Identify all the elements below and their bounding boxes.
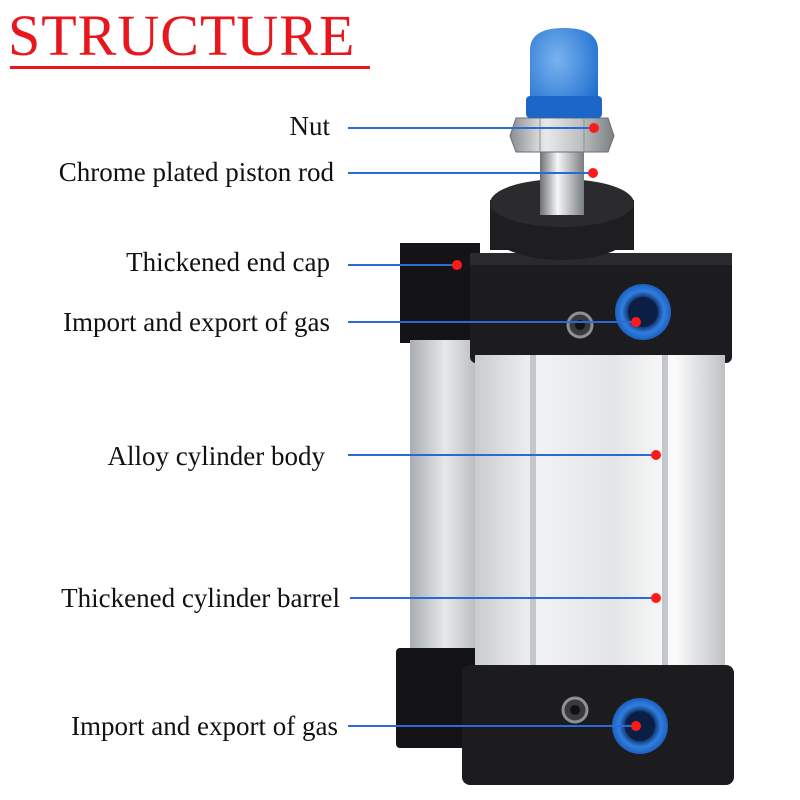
rod-protective-cap xyxy=(530,28,598,118)
marker-dot-gas-port-bottom xyxy=(631,721,641,731)
rear-end-cap-bottom xyxy=(396,648,480,748)
hex-nut xyxy=(509,117,615,153)
callout-label-piston-rod: Chrome plated piston rod xyxy=(58,157,334,187)
top-end-cap xyxy=(470,253,732,363)
marker-dot-cylinder-body xyxy=(651,450,661,460)
title-underline xyxy=(10,66,370,69)
callout-label-cylinder-barrel: Thickened cylinder barrel xyxy=(61,583,340,613)
rear-end-cap-top xyxy=(400,243,480,343)
marker-dot-end-cap xyxy=(452,260,462,270)
callout-label-cylinder-body: Alloy cylinder body xyxy=(107,441,325,471)
marker-dot-nut xyxy=(589,123,599,133)
cylinder-barrel xyxy=(475,355,725,670)
marker-dot-piston-rod xyxy=(588,168,598,178)
rear-barrel xyxy=(410,340,480,660)
diagram-title: STRUCTURE xyxy=(8,3,356,68)
callout-label-end-cap: Thickened end cap xyxy=(126,247,330,277)
marker-dot-gas-port-top xyxy=(631,317,641,327)
marker-dot-cylinder-barrel xyxy=(651,593,661,603)
callout-label-gas-port-bottom: Import and export of gas xyxy=(71,711,338,741)
callout-label-nut: Nut xyxy=(289,111,331,141)
callout-label-gas-port-top: Import and export of gas xyxy=(63,307,330,337)
